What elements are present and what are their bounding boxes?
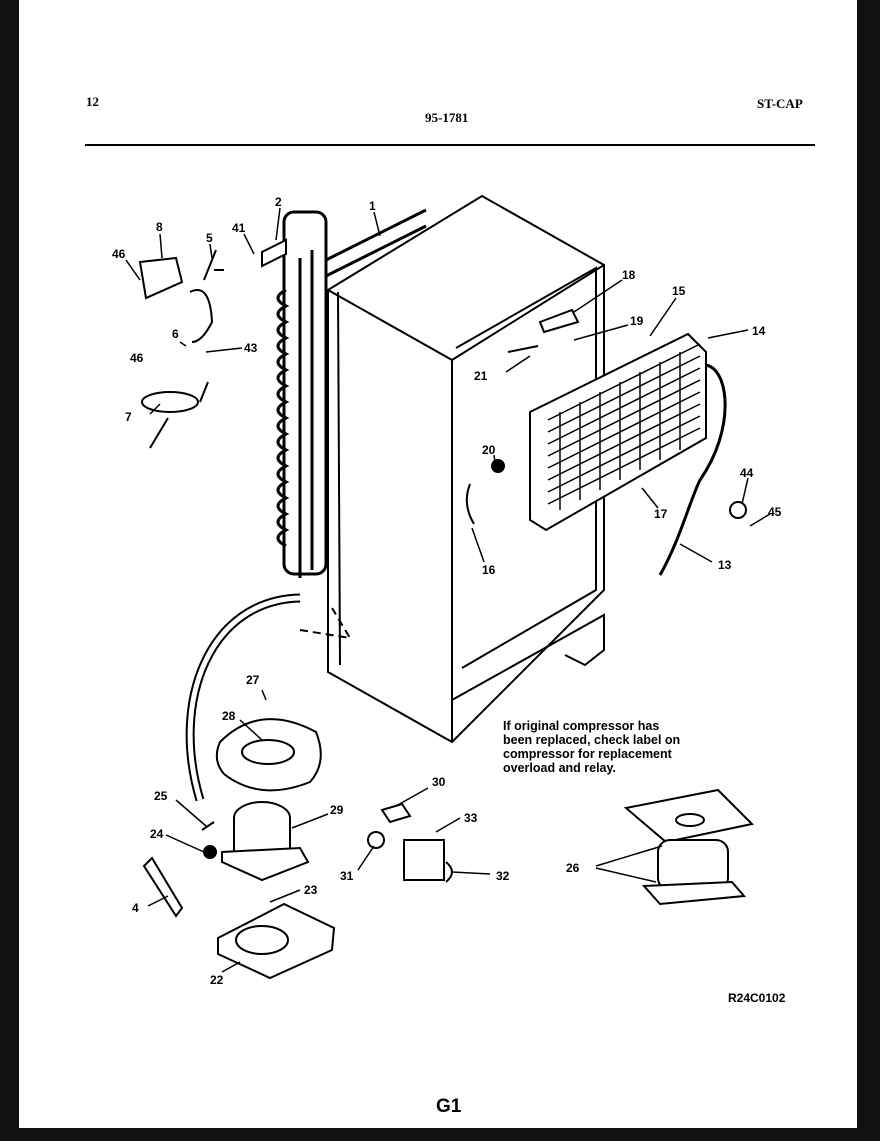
callout: 6: [172, 327, 179, 341]
callout: 15: [672, 284, 686, 298]
callout: 45: [768, 505, 782, 519]
section-code: ST-CAP: [757, 96, 803, 111]
compressor: [221, 801, 310, 882]
callout: 25: [154, 789, 168, 803]
callout: 32: [496, 869, 510, 883]
callout: 4: [132, 901, 139, 915]
mounting-pan: [217, 902, 336, 980]
replacement-compressor: [623, 788, 755, 906]
callout: 20: [482, 443, 496, 457]
callout: 18: [622, 268, 636, 282]
evaporator: [529, 332, 727, 576]
callout: 41: [232, 221, 246, 235]
callout: 14: [752, 324, 766, 338]
callout: 24: [150, 827, 164, 841]
leader-lines: [125, 207, 771, 973]
compressor-note: If original compressor has been replaced…: [503, 719, 681, 775]
callout: 46: [130, 351, 144, 365]
callout: 16: [482, 563, 496, 577]
callout: 21: [474, 369, 488, 383]
callout: 27: [246, 673, 260, 687]
page-label: G1: [436, 1096, 462, 1117]
callout: 28: [222, 709, 236, 723]
callout: 17: [654, 507, 668, 521]
scan-border-right: [857, 0, 880, 1141]
callout: 8: [156, 220, 163, 234]
callout: 1: [369, 199, 376, 213]
page-number: 12: [86, 94, 99, 109]
scan-border-left: [0, 0, 19, 1141]
callout: 44: [740, 466, 754, 480]
callout: 23: [304, 883, 318, 897]
callout: 19: [630, 314, 644, 328]
condenser-coil: [276, 208, 427, 578]
callout: 43: [244, 341, 258, 355]
drain-pan: [215, 718, 322, 792]
callout: 2: [275, 195, 282, 209]
callout: 30: [432, 775, 446, 789]
callout: 7: [125, 410, 132, 424]
callout-numbers: 1 2 4 5 6 7 8 13 14 15 16 17 18 19 20 21…: [112, 195, 782, 987]
callout: 31: [340, 869, 354, 883]
drawing-code: R24C0102: [728, 991, 786, 1005]
callout: 22: [210, 973, 224, 987]
callout: 29: [330, 803, 344, 817]
doc-number: 95-1781: [425, 110, 469, 125]
small-parts: [138, 238, 747, 918]
direction-arrow: [299, 607, 352, 640]
refrigerator-cabinet: [327, 194, 605, 744]
callout: 33: [464, 811, 478, 825]
callout: 26: [566, 861, 580, 875]
callout: 13: [718, 558, 732, 572]
scan-border-bottom: [0, 1128, 880, 1141]
callout: 46: [112, 247, 126, 261]
callout: 5: [206, 231, 213, 245]
relay-overload: [367, 802, 453, 883]
